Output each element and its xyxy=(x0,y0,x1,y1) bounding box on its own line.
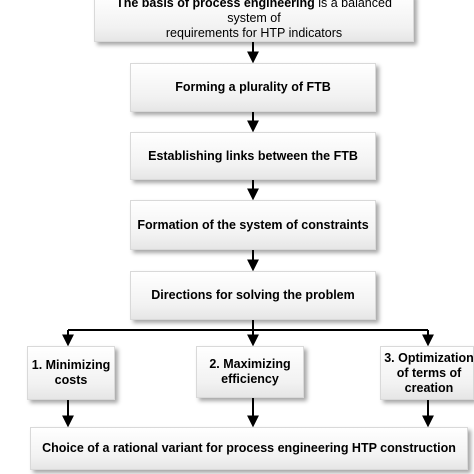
step4-label: Directions for solving the problem xyxy=(151,288,355,302)
box-directions-solving: Directions for solving the problem xyxy=(130,271,376,320)
top-box-line1: The basis of process engineering is a ba… xyxy=(95,0,413,26)
step2-label: Establishing links between the FTB xyxy=(148,148,358,163)
branch2-line2: efficiency xyxy=(221,372,279,386)
box-establishing-links: Establishing links between the FTB xyxy=(130,132,376,180)
branch1-line1: 1. Minimizing xyxy=(31,358,111,372)
branch3-line2: of terms of xyxy=(396,365,462,380)
step1-label: Forming a plurality of FTB xyxy=(175,80,331,94)
box-process-engineering-basis: The basis of process engineering is a ba… xyxy=(94,0,414,42)
box-optimization-terms: 3. Optimization of terms of creation xyxy=(380,346,474,400)
top-box-bold-text: The basis of process engineering xyxy=(116,0,315,10)
branch1-line2: costs xyxy=(54,373,88,387)
box-rational-variant-choice: Choice of a rational variant for process… xyxy=(30,427,468,470)
branch2-line1: 2. Maximizing xyxy=(209,357,291,371)
step3-label: Formation of the system of constraints xyxy=(137,217,369,232)
box-maximizing-efficiency: 2. Maximizing efficiency xyxy=(196,346,304,398)
top-box-line2: requirements for HTP indicators xyxy=(165,25,343,40)
top-box-normal-text: is a balanced system of xyxy=(227,0,392,25)
box-system-of-constraints: Formation of the system of constraints xyxy=(130,200,376,250)
branch3-line1: 3. Optimization xyxy=(384,350,474,365)
final-label: Choice of a rational variant for process… xyxy=(42,441,456,455)
box-minimizing-costs: 1. Minimizing costs xyxy=(27,346,115,400)
box-forming-ftb: Forming a plurality of FTB xyxy=(130,63,376,112)
branch3-line3: creation xyxy=(404,380,454,395)
